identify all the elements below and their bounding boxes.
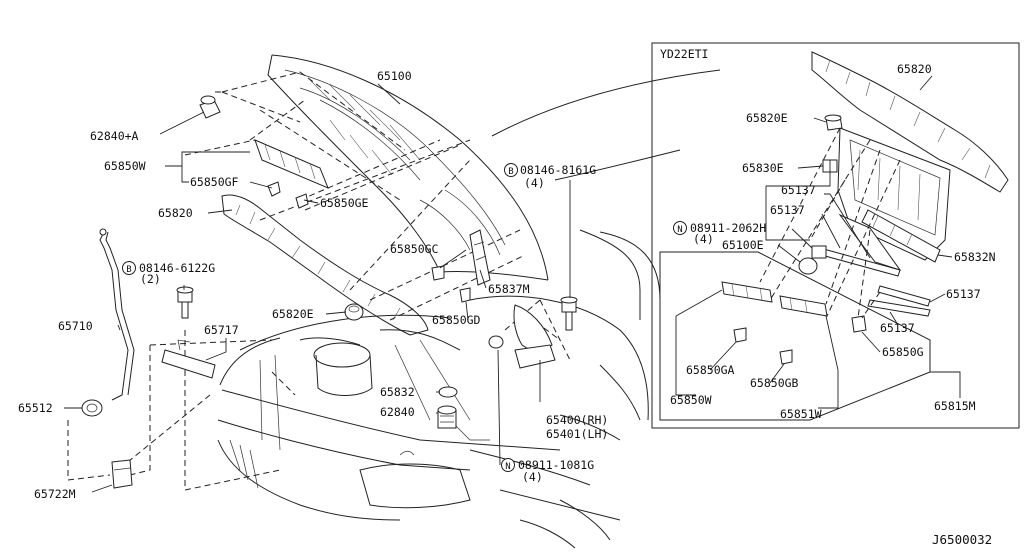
hood-stay-rod-65710 [99,228,135,401]
hood-panel [267,54,549,281]
part-label-62840-a: 62840+A [90,129,139,143]
part-label-65850gf: 65850GF [190,175,239,189]
inset-label-65820e: 65820E [746,111,788,125]
hinge-65400-65401 [488,304,556,369]
part-label-65820: 65820 [158,206,193,220]
part-label-65722m: 65722M [34,487,76,501]
marker-b-6122g-text: B [126,265,131,275]
bumper-65820e [344,303,364,321]
part-label-65100: 65100 [377,69,412,83]
part-label-65850ge: 65850GE [320,196,369,210]
marker-n-1081g-text: N [505,462,510,472]
part-label-65850gc: 65850GC [390,242,439,256]
main-labels: 65100 62840+A 65850W 65850GF 65850GE 658… [18,69,608,501]
part-label-65850w: 65850W [104,159,146,173]
part-label-65710: 65710 [58,319,93,333]
clip-65850gd [459,287,471,303]
clip-65722m [111,459,133,489]
inset-label-65137-c: 65137 [946,287,981,301]
part-label-65512: 65512 [18,401,53,415]
marker-n-2062h-text: N [677,225,682,235]
inset-label-qty-4: (4) [693,232,714,246]
hood-seal-strip [254,139,329,189]
marker-n-08911-1081g [501,458,515,472]
inset-label-65850ga: 65850GA [686,363,735,377]
bolt-08146-8161g [560,296,578,331]
part-label-65850gd: 65850GD [432,313,481,327]
inset-panel [651,42,1020,429]
clip-65850gc [431,265,445,281]
inset-label-65137-a: 65137 [781,183,816,197]
inset-labels: YD22ETI 65820 65820E 65830E 65137 65137 … [660,47,996,421]
inset-label-08911-2062h: 08911-2062H [690,221,766,235]
pad-65832 [438,386,458,398]
marker-b-8161g-text: B [508,167,513,177]
part-label-65820e: 65820E [272,307,314,321]
part-label-qty-2: (2) [140,272,161,286]
clip-65850gf [267,181,281,197]
inset-title: YD22ETI [660,47,708,61]
part-label-qty-4-b: (4) [522,470,543,484]
part-label-62840: 62840 [380,405,415,419]
inset-label-65137-b: 65137 [770,203,805,217]
inset-label-65137-d: 65137 [880,321,915,335]
part-label-65832: 65832 [380,385,415,399]
part-label-08146-6122g: 08146-6122G [139,261,215,275]
marker-n-08911-2062h [673,221,687,235]
part-label-08911-1081g: 08911-1081G [518,458,594,472]
hinge-65837m [469,229,491,286]
main-leader-lines [64,83,571,493]
part-label-65400-rh: 65400(RH) [546,413,608,427]
marker-b-08146-8161g [504,163,518,177]
inset-label-65850g: 65850G [882,345,924,359]
hood-insulator-pad [221,194,429,336]
inset-label-65851w: 65851W [780,407,822,421]
stay-holder-65717 [161,339,216,379]
bolt-08146-6122g [176,286,194,319]
inset-label-65820: 65820 [897,62,932,76]
inset-label-65815m: 65815M [934,399,976,413]
vehicle-body [217,69,721,549]
circle-markers: B B N N [122,163,687,472]
inset-label-65850w: 65850W [670,393,712,407]
part-label-qty-4-a: (4) [524,176,545,190]
inset-label-65832n: 65832N [954,250,996,264]
marker-b-08146-6122g [122,261,136,275]
part-label-08146-8161g: 08146-8161G [520,163,596,177]
inset-label-65830e: 65830E [742,161,784,175]
inset-label-65850gb: 65850GB [750,376,799,390]
bumper-62840 [437,405,457,429]
inset-label-65100e: 65100E [722,238,764,252]
grommet-65512 [81,399,103,417]
clip-65850ge [295,193,309,209]
part-label-65837m: 65837M [488,282,530,296]
part-label-65401-lh: 65401(LH) [546,427,608,441]
part-label-65717: 65717 [204,323,239,337]
hood-bumper-62840a [199,95,221,119]
diagram-code: J6500032 [932,532,992,547]
